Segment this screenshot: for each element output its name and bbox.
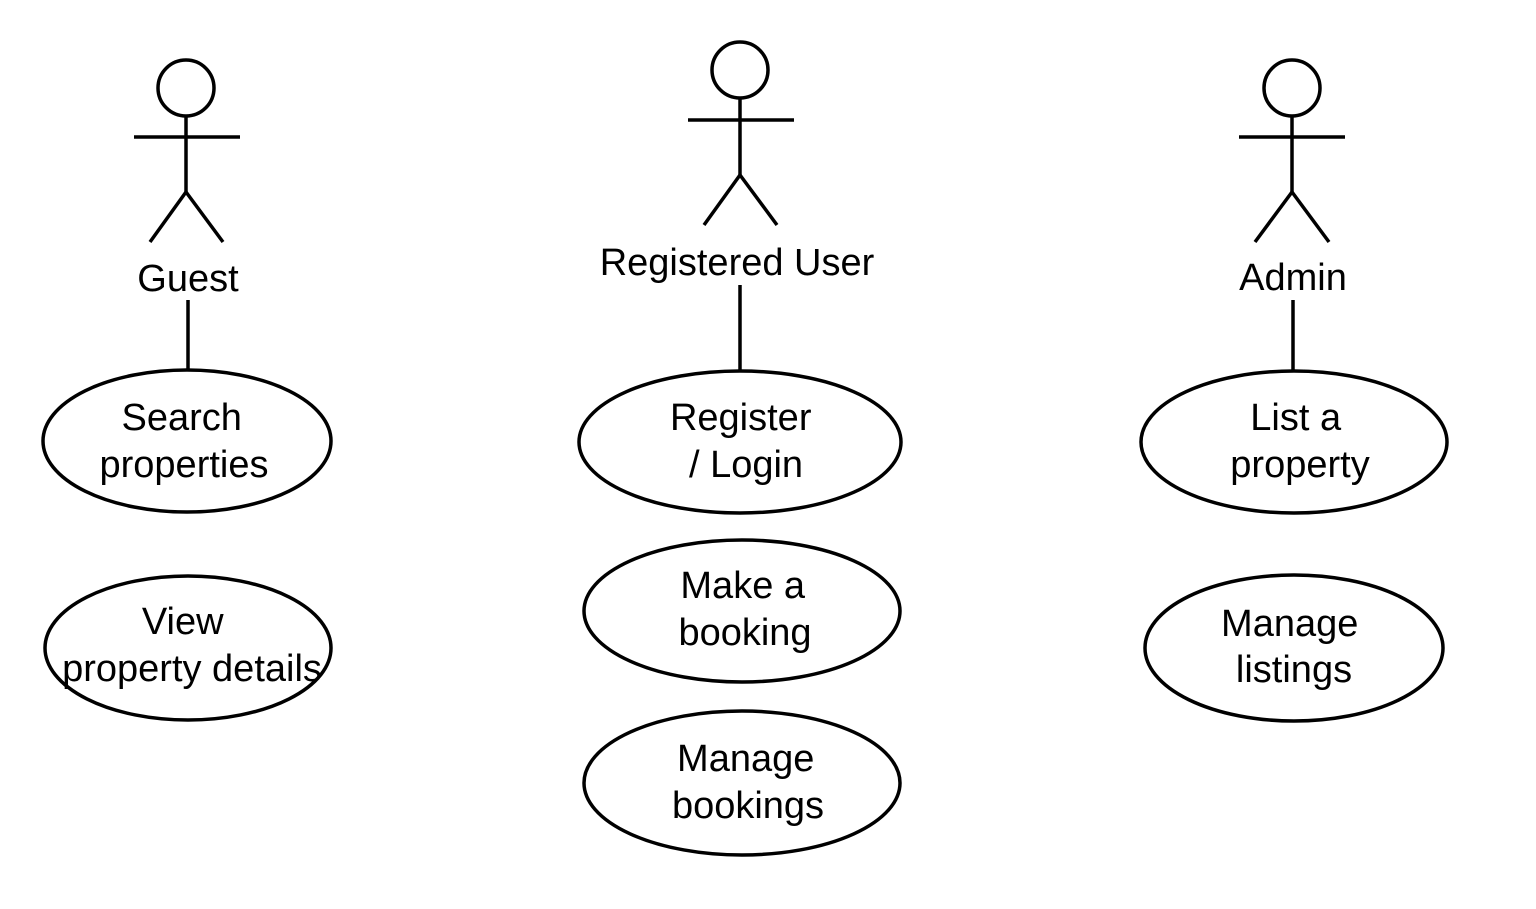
use-case-label: Register / Login — [670, 397, 822, 486]
stick-figure-icon — [688, 40, 794, 227]
actor-label-guest: Guest — [137, 258, 239, 300]
use-case-label: Manage listings — [1221, 603, 1369, 691]
use-case-label: Manage bookings — [672, 738, 825, 827]
use-case-manage-bookings: Manage bookings — [582, 709, 902, 857]
use-case-label: Make a booking — [678, 565, 815, 654]
use-case-search-properties: Search properties — [41, 368, 333, 514]
use-case-list-a-property: List a property — [1139, 369, 1449, 515]
use-case-manage-listings: Manage listings — [1143, 573, 1445, 723]
actor-admin: Admin — [1239, 58, 1347, 370]
use-case-label: Search properties — [100, 397, 269, 486]
use-case-view-property-details: View property details — [43, 574, 333, 722]
stick-figure-icon — [1239, 58, 1345, 244]
use-case-register-login: Register / Login — [577, 369, 903, 515]
actor-label-registered-user: Registered User — [600, 242, 875, 284]
use-case-make-a-booking: Make a booking — [582, 538, 902, 684]
actor-registered-user: Registered User — [600, 40, 875, 370]
use-case-label: List a property — [1230, 397, 1369, 486]
actor-label-admin: Admin — [1239, 257, 1347, 299]
stick-figure-icon — [134, 58, 240, 244]
actor-guest: Guest — [134, 58, 240, 370]
use-case-label: View property details — [62, 601, 322, 690]
